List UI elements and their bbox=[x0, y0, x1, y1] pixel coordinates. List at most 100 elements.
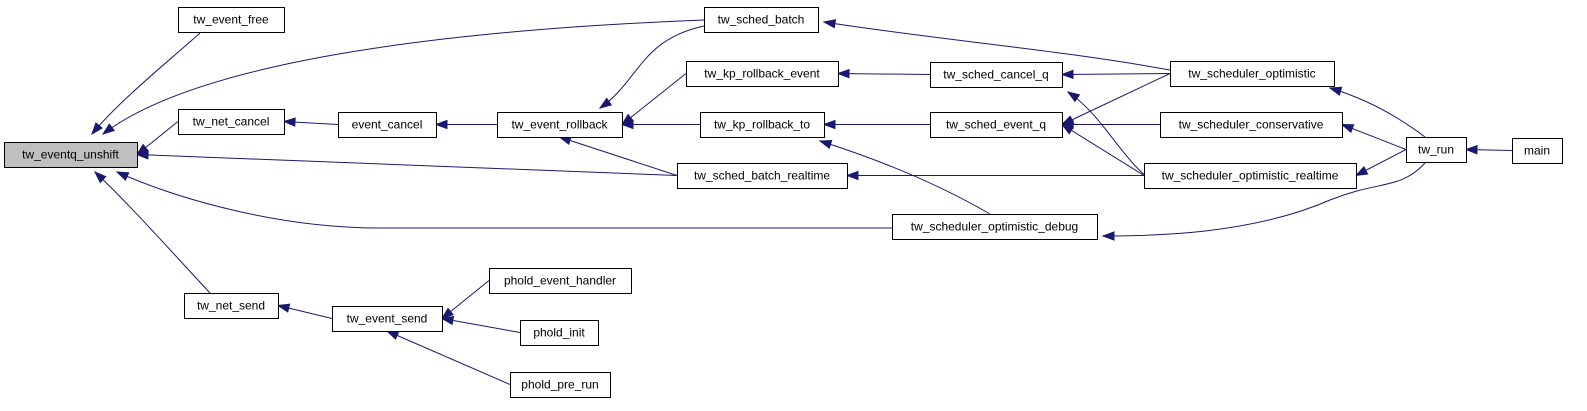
edge-line bbox=[559, 136, 678, 176]
node-box[interactable] bbox=[1170, 61, 1335, 87]
node-tw-sched-event-q[interactable]: tw_sched_event_q bbox=[930, 112, 1063, 138]
edge-line bbox=[837, 73, 931, 75]
edge-line bbox=[1061, 124, 1145, 176]
node-main[interactable]: main bbox=[1512, 138, 1563, 164]
node-tw-eventq-unshift[interactable]: tw_eventq_unshift bbox=[4, 142, 138, 168]
edge-tw_scheduler_optimistic_debug-to-tw_eventq_unshift bbox=[115, 171, 892, 229]
node-label: tw_kp_rollback_to bbox=[714, 118, 810, 132]
node-event-cancel[interactable]: event_cancel bbox=[338, 112, 437, 138]
node-tw-sched-batch[interactable]: tw_sched_batch bbox=[704, 7, 819, 33]
arrowhead-icon bbox=[101, 123, 116, 135]
node-label: tw_sched_cancel_q bbox=[943, 68, 1048, 82]
node-label: tw_event_send bbox=[347, 312, 428, 326]
node-tw-event-send[interactable]: tw_event_send bbox=[332, 306, 443, 332]
arrowhead-icon bbox=[818, 139, 833, 149]
edge-phold_event_handler-to-tw_event_send bbox=[440, 280, 490, 320]
arrowhead-icon bbox=[135, 150, 149, 160]
edge-tw_sched_batch_realtime-to-tw_eventq_unshift bbox=[135, 150, 678, 176]
node-tw-sched-cancel-q[interactable]: tw_sched_cancel_q bbox=[930, 62, 1063, 88]
node-box[interactable] bbox=[1406, 137, 1467, 163]
edge-line bbox=[136, 154, 678, 176]
edge-tw_event_send-to-tw_net_send bbox=[276, 303, 333, 319]
node-tw-sched-batch-realtime[interactable]: tw_sched_batch_realtime bbox=[677, 163, 848, 189]
node-box[interactable] bbox=[892, 214, 1098, 240]
edge-tw_event_rollback-to-event_cancel bbox=[434, 119, 497, 130]
node-label: phold_event_handler bbox=[504, 274, 616, 288]
node-box[interactable] bbox=[332, 306, 443, 332]
node-box[interactable] bbox=[4, 142, 138, 168]
node-label: tw_scheduler_optimistic_debug bbox=[911, 220, 1078, 234]
arrowhead-icon bbox=[620, 119, 634, 130]
node-box[interactable] bbox=[930, 112, 1063, 138]
nodes-layer: tw_eventq_unshift tw_event_free tw_net_can… bbox=[4, 7, 1563, 398]
arrowhead-icon bbox=[91, 122, 103, 136]
node-label: phold_pre_run bbox=[521, 378, 598, 392]
node-label: phold_init bbox=[533, 326, 585, 340]
node-tw-scheduler-optimistic-realtime[interactable]: tw_scheduler_optimistic_realtime bbox=[1144, 163, 1357, 189]
node-box[interactable] bbox=[1512, 138, 1563, 164]
arrowhead-icon bbox=[440, 307, 454, 320]
edge-main-to-tw_run bbox=[1464, 145, 1513, 155]
node-box[interactable] bbox=[510, 372, 611, 398]
arrowhead-icon bbox=[845, 170, 859, 181]
edge-tw_scheduler_optimistic-to-tw_sched_cancel_q bbox=[1060, 69, 1171, 80]
node-box[interactable] bbox=[1144, 163, 1357, 189]
arrowhead-icon bbox=[93, 170, 107, 184]
edge-tw_event_free-to-tw_eventq_unshift bbox=[91, 32, 201, 136]
node-label: tw_scheduler_optimistic_realtime bbox=[1162, 169, 1339, 183]
node-box[interactable] bbox=[184, 293, 279, 319]
edge-tw_sched_batch-to-tw_eventq_unshift bbox=[101, 19, 705, 135]
node-phold-event-handler[interactable]: phold_event_handler bbox=[489, 268, 632, 294]
edges-layer bbox=[91, 19, 1513, 385]
arrowhead-icon bbox=[440, 315, 455, 326]
node-phold-init[interactable]: phold_init bbox=[520, 320, 599, 346]
node-tw-net-cancel[interactable]: tw_net_cancel bbox=[178, 109, 285, 135]
node-tw-scheduler-optimistic-debug[interactable]: tw_scheduler_optimistic_debug bbox=[892, 214, 1098, 240]
node-tw-kp-rollback-event[interactable]: tw_kp_rollback_event bbox=[686, 61, 839, 87]
edge-tw_run-to-tw_scheduler_optimistic_debug bbox=[1101, 162, 1426, 241]
node-box[interactable] bbox=[178, 7, 285, 33]
node-label: tw_eventq_unshift bbox=[22, 148, 119, 162]
node-box[interactable] bbox=[497, 112, 623, 138]
arrowhead-icon bbox=[1060, 69, 1074, 80]
node-label: tw_kp_rollback_event bbox=[704, 67, 820, 81]
node-tw-event-rollback[interactable]: tw_event_rollback bbox=[497, 112, 623, 138]
arrowhead-icon bbox=[1060, 123, 1075, 135]
node-box[interactable] bbox=[930, 62, 1063, 88]
edge-line bbox=[1061, 73, 1171, 125]
node-label: tw_sched_batch bbox=[718, 13, 805, 27]
node-box[interactable] bbox=[677, 163, 848, 189]
edge-line bbox=[441, 318, 521, 333]
edge-event_cancel-to-tw_net_cancel bbox=[282, 117, 339, 127]
arrowhead-icon bbox=[385, 330, 400, 340]
node-tw-run[interactable]: tw_run bbox=[1406, 137, 1467, 163]
node-box[interactable] bbox=[338, 112, 437, 138]
arrowhead-icon bbox=[1354, 166, 1369, 177]
node-box[interactable] bbox=[520, 320, 599, 346]
node-box[interactable] bbox=[489, 268, 632, 294]
edge-tw_scheduler_optimistic_debug-to-tw_kp_rollback_to bbox=[818, 139, 991, 215]
node-box[interactable] bbox=[704, 7, 819, 33]
node-box[interactable] bbox=[700, 112, 825, 138]
arrowhead-icon bbox=[836, 68, 850, 79]
node-label: event_cancel bbox=[352, 118, 423, 132]
node-phold-pre-run[interactable]: phold_pre_run bbox=[510, 372, 611, 398]
node-label: tw_run bbox=[1418, 143, 1454, 157]
node-tw-kp-rollback-to[interactable]: tw_kp_rollback_to bbox=[700, 112, 825, 138]
node-tw-scheduler-conservative[interactable]: tw_scheduler_conservative bbox=[1160, 112, 1343, 138]
node-box[interactable] bbox=[178, 109, 285, 135]
node-tw-net-send[interactable]: tw_net_send bbox=[184, 293, 279, 319]
node-label: tw_net_send bbox=[197, 299, 265, 313]
node-box[interactable] bbox=[686, 61, 839, 87]
node-tw-event-free[interactable]: tw_event_free bbox=[178, 7, 285, 33]
edge-tw_sched_cancel_q-to-tw_kp_rollback_event bbox=[836, 68, 931, 79]
arrowhead-icon bbox=[276, 303, 291, 313]
node-box[interactable] bbox=[1160, 112, 1343, 138]
edge-line bbox=[1102, 162, 1426, 237]
edge-tw_scheduler_conservative-to-tw_sched_event_q bbox=[1060, 119, 1160, 130]
edge-tw_sched_batch_realtime-to-tw_event_rollback bbox=[558, 136, 678, 176]
arrowhead-icon bbox=[822, 119, 836, 130]
node-tw-scheduler-optimistic[interactable]: tw_scheduler_optimistic bbox=[1170, 61, 1335, 87]
edge-tw_scheduler_optimistic_realtime-to-tw_sched_batch_realtime bbox=[845, 170, 1144, 181]
